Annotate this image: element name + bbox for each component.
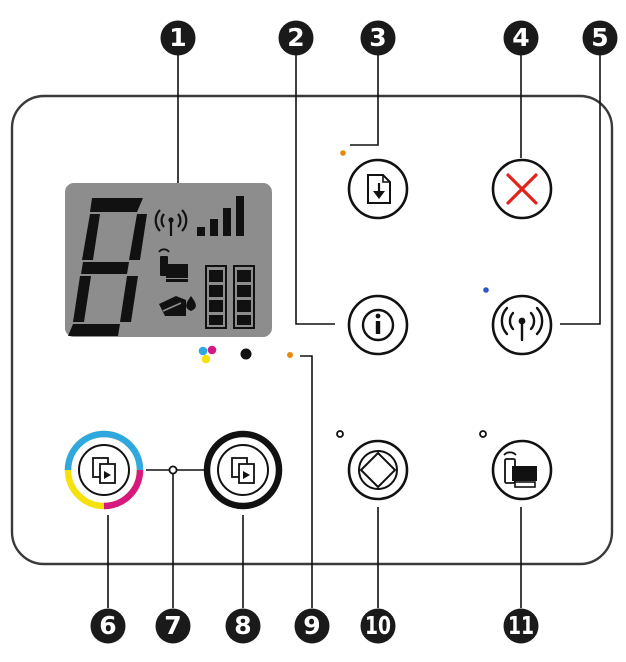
- wireless-button[interactable]: [483, 287, 553, 356]
- color-ring-cyan: [64, 430, 144, 471]
- leader-line-2: [295, 55, 335, 325]
- callout-10-label: 10: [365, 611, 391, 640]
- cancel-button[interactable]: [491, 158, 553, 220]
- callout-10: 10: [360, 608, 396, 644]
- resume-light: [340, 150, 346, 156]
- hp-eprint-light: [336, 430, 344, 438]
- leader-line-5: [560, 55, 601, 325]
- leader-line-9: [300, 355, 313, 608]
- start-copy-color-button[interactable]: [64, 430, 144, 510]
- start-copy-black-button[interactable]: [203, 430, 283, 510]
- callout-1-label: 1: [169, 23, 186, 52]
- segment-f: [82, 214, 100, 260]
- callout-5: 5: [582, 20, 618, 56]
- callout-9: 9: [294, 608, 330, 644]
- callout-2: 2: [278, 20, 314, 56]
- wifi-direct-button[interactable]: [479, 430, 553, 501]
- lcd-wireless-icon: [154, 209, 188, 236]
- callout-9-label: 9: [303, 611, 320, 640]
- wireless-light: [483, 287, 489, 293]
- segment-a: [90, 198, 143, 212]
- copy-counter-light: [168, 465, 178, 475]
- callout-4-label: 4: [512, 23, 529, 52]
- callout-8: 8: [225, 608, 261, 644]
- copy-icon: [231, 457, 255, 484]
- ink-gauge-color-outline: [205, 265, 227, 329]
- lcd-ink-gauges: [205, 265, 255, 329]
- resume-button[interactable]: [340, 150, 409, 220]
- callout-6: 6: [90, 608, 126, 644]
- signal-bar-2: [210, 219, 218, 236]
- leader-line-3: [350, 55, 379, 146]
- info-icon: [361, 308, 395, 342]
- cancel-x-icon: [506, 173, 538, 205]
- callout-2-label: 2: [287, 23, 304, 52]
- leader-lines: [107, 55, 601, 608]
- color-ring-magenta: [103, 469, 144, 510]
- callout-11: 11: [503, 608, 539, 644]
- magenta-ink-dot: [207, 345, 217, 355]
- segment-c: [120, 276, 138, 322]
- callout-7: 7: [155, 608, 191, 644]
- wifi-direct-light: [479, 430, 487, 438]
- display-background: [65, 183, 272, 337]
- segment-d: [68, 324, 120, 336]
- hp-eprint-icon: [358, 450, 398, 490]
- callout-4: 4: [503, 20, 539, 56]
- callout-7-label: 7: [164, 611, 181, 640]
- black-ink-dot: [240, 348, 252, 360]
- ink-cartridge-indicators: [198, 345, 252, 364]
- segment-b: [129, 214, 147, 260]
- yellow-ink-dot: [201, 354, 211, 364]
- callout-11-label: 11: [508, 611, 534, 640]
- information-button[interactable]: [347, 294, 409, 356]
- wireless-icon: [500, 306, 544, 342]
- wifi-direct-icon: [503, 451, 537, 488]
- copy-icon: [92, 457, 116, 484]
- segment-e: [73, 276, 91, 322]
- segment-g: [81, 262, 129, 274]
- ink-gauge-black-outline: [233, 265, 255, 329]
- callout-5-label: 5: [591, 23, 608, 52]
- signal-bar-4: [236, 196, 244, 236]
- callout-1: 1: [160, 20, 196, 56]
- segment-digit-8: [68, 198, 147, 336]
- callout-3-label: 3: [369, 23, 386, 52]
- display-panel: [65, 183, 272, 337]
- lcd-signal-bars: [197, 196, 244, 236]
- callout-3: 3: [360, 20, 396, 56]
- callout-8-label: 8: [234, 611, 251, 640]
- lcd-wifi-direct-icon: [158, 248, 188, 282]
- cyan-ink-dot: [198, 346, 208, 356]
- callout-6-label: 6: [99, 611, 116, 640]
- signal-bar-1: [197, 227, 205, 236]
- signal-bar-3: [223, 208, 231, 236]
- ink-alert-light: [287, 352, 293, 358]
- hp-eprint-button[interactable]: [336, 430, 409, 501]
- resume-document-icon: [367, 174, 391, 204]
- lcd-ink-alert-icon: [159, 296, 196, 316]
